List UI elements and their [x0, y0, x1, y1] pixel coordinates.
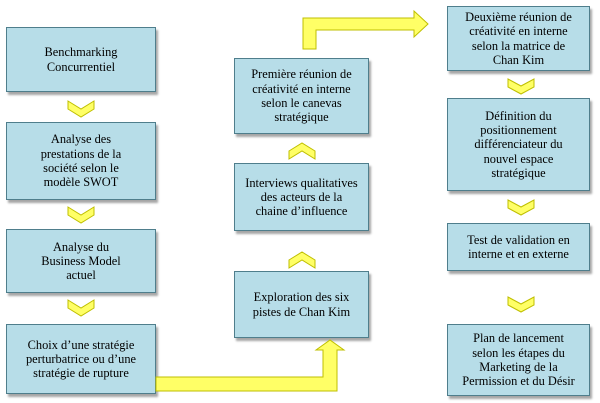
chevron-down-arrow [507, 78, 535, 95]
box-launch-plan: Plan de lancement selon les étapes du Ma… [447, 324, 590, 396]
bent-arrow-right [302, 9, 429, 50]
chevron-down-arrow [67, 299, 95, 317]
chevron-up-arrow [288, 142, 316, 160]
box-first-meeting: Première réunion de créativité en intern… [234, 58, 369, 134]
box-business-model: Analyse du Business Model actuel [6, 229, 156, 293]
chevron-down-arrow [67, 206, 95, 224]
box-second-meeting: Deuxième réunion de créativité en intern… [447, 6, 590, 71]
box-exploration: Exploration des six pistes de Chan Kim [234, 271, 369, 338]
box-positioning: Définition du positionnement différencia… [447, 98, 590, 191]
chevron-up-arrow [288, 251, 316, 269]
box-validation-test: Test de validation en interne et en exte… [447, 223, 590, 271]
bent-arrow-up [155, 339, 346, 392]
chevron-down-arrow [507, 199, 535, 216]
box-strategy-choice: Choix d’une stratégie perturbatrice ou d… [6, 324, 156, 394]
chevron-down-arrow [67, 100, 95, 118]
box-interviews: Interviews qualitatives des acteurs de l… [234, 163, 369, 231]
box-benchmarking: Benchmarking Concurrentiel [6, 27, 156, 92]
box-swot-analysis: Analyse des prestations de la société se… [6, 122, 156, 200]
chevron-down-arrow [507, 296, 535, 313]
